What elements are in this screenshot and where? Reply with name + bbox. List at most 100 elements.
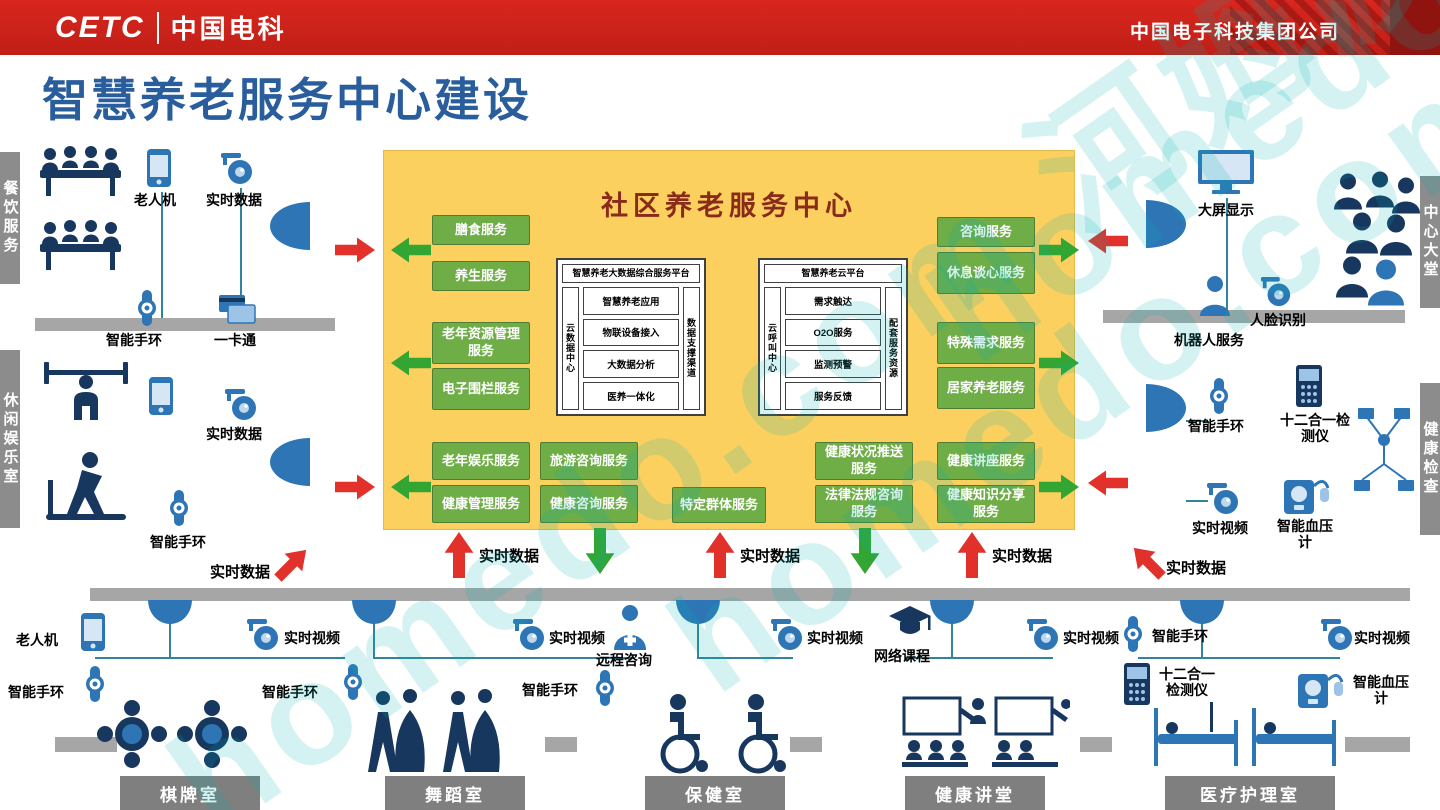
smart-band-icon	[86, 666, 104, 702]
label-smart-band: 智能手环	[106, 332, 162, 348]
weightlifter-icon	[44, 362, 128, 420]
label-realtime-data: 实时数据	[740, 548, 801, 565]
service-rest-chat: 休息谈心服务	[937, 252, 1035, 294]
company-name: 中国电子科技集团公司	[1129, 22, 1340, 43]
dome-camera-icon	[1321, 619, 1352, 650]
dome-camera-icon	[221, 153, 252, 184]
label-realtime-data: 实时数据	[210, 564, 271, 581]
smart-band-icon	[1210, 378, 1228, 414]
dome-camera-icon	[513, 619, 544, 650]
dome-sensor	[930, 600, 974, 624]
platform-bigdata: 智慧养老大数据综合服务平台 云数据中心 智慧养老应用 物联设备接入 大数据分析 …	[556, 258, 706, 416]
label-online-course: 网络课程	[874, 648, 930, 664]
logo-name: 中国电科	[170, 14, 287, 44]
platform-module: 智慧养老应用	[583, 286, 679, 315]
connector-line	[169, 623, 171, 659]
service-health-manage: 健康管理服务	[432, 485, 530, 523]
connector-line	[697, 623, 699, 659]
red-up-arrow	[444, 532, 474, 578]
service-home-care: 居家养老服务	[937, 367, 1035, 409]
connector-line	[951, 623, 953, 659]
label-realtime-data: 实时数据	[1166, 560, 1227, 577]
service-health-status-push: 健康状况推送服务	[815, 442, 913, 480]
platform-side-label: 云数据中心	[562, 286, 579, 410]
dome-sensor	[352, 600, 396, 624]
dome-camera-icon	[1027, 619, 1058, 650]
red-up-arrow	[957, 532, 987, 578]
card-icon	[219, 295, 256, 324]
service-elder-entertainment: 老年娱乐服务	[432, 442, 530, 480]
dome-camera-icon	[1260, 276, 1291, 307]
detector-icon	[1124, 663, 1150, 705]
label-robot-service: 机器人服务	[1174, 332, 1244, 348]
connector-line	[95, 657, 345, 659]
label-realtime-data: 实时数据	[206, 192, 262, 208]
red-diagonal-arrow	[269, 541, 316, 588]
service-meal: 膳食服务	[432, 215, 530, 245]
platform-side-label: 配套服务资源	[885, 286, 902, 410]
platform-side-label: 数据支撑渠道	[683, 286, 700, 410]
room-label-dance: 舞蹈室	[385, 776, 525, 810]
dome-camera-icon	[1207, 483, 1238, 514]
dome-sensor	[676, 600, 720, 624]
dome-camera-icon	[771, 619, 802, 650]
platform-module: 大数据分析	[583, 350, 679, 379]
connector-line	[697, 657, 793, 659]
label-smart-band: 智能手环	[150, 534, 206, 550]
platform-module: 监测预警	[785, 350, 881, 379]
platform-title: 智慧养老云平台	[764, 264, 902, 283]
label-big-screen: 大屏显示	[1198, 202, 1254, 218]
red-right-arrow	[335, 237, 375, 263]
dome-sensor	[270, 438, 310, 486]
smart-band-icon	[170, 490, 188, 526]
label-realtime-data: 实时数据	[479, 548, 540, 565]
dome-sensor	[148, 600, 192, 624]
left-rail-dining: 餐饮服务	[0, 152, 20, 284]
bp-monitor-icon	[1284, 480, 1330, 514]
dome-sensor	[1146, 200, 1186, 248]
service-law-consult: 法律法规咨询服务	[815, 485, 913, 523]
connector-line	[373, 623, 375, 659]
header-pattern	[1230, 0, 1390, 55]
smart-band-icon	[344, 664, 362, 700]
label-elder-phone: 老人机	[134, 192, 176, 208]
red-diagonal-arrow	[1125, 539, 1172, 586]
connector-line	[1226, 198, 1228, 310]
monitor-icon	[1198, 150, 1254, 194]
crowd-icon	[1334, 171, 1420, 306]
wall-bar	[1080, 737, 1112, 752]
service-health-consult: 健康咨询服务	[540, 485, 638, 523]
connector-line	[1138, 657, 1340, 659]
service-efence: 电子围栏服务	[432, 368, 530, 410]
label-smart-band: 智能手环	[522, 682, 578, 698]
connector-line	[240, 188, 242, 318]
detector-icon	[1296, 365, 1322, 407]
wall-bar	[1345, 737, 1410, 752]
wall-bar	[35, 318, 335, 331]
label-realtime-data: 实时数据	[206, 426, 262, 442]
dome-sensor	[1180, 600, 1224, 624]
red-up-arrow	[705, 532, 735, 578]
platform-module: 需求触达	[785, 286, 881, 315]
service-health-lecture: 健康讲座服务	[937, 442, 1035, 480]
platform-module: O2O服务	[785, 318, 881, 347]
platform-module: 物联设备接入	[583, 318, 679, 347]
label-smart-band: 智能手环	[1188, 418, 1244, 434]
bp-monitor-icon	[1298, 674, 1344, 708]
elder-phone-icon	[147, 149, 171, 187]
community-center-title: 社区养老服务中心	[601, 191, 857, 221]
platform-cloud: 智慧养老云平台 云呼叫中心 需求触达 O2O服务 监测预警 服务反馈 配套服务资…	[758, 258, 908, 416]
red-right-arrow	[335, 474, 375, 500]
meeting-table-icon	[40, 220, 121, 270]
service-health-preserve: 养生服务	[432, 261, 530, 291]
robot-person-icon	[1200, 276, 1230, 316]
elder-phone-icon	[81, 613, 105, 651]
label-face-recognition: 人脸识别	[1250, 312, 1306, 328]
label-smart-band: 智能手环	[8, 684, 64, 700]
connector-line	[161, 192, 163, 318]
platform-side-label: 云呼叫中心	[764, 286, 781, 410]
label-realtime-video: 实时视频	[549, 630, 605, 646]
page-title: 智慧养老服务中心建设	[42, 74, 532, 126]
label-realtime-video: 实时视频	[1063, 630, 1119, 646]
